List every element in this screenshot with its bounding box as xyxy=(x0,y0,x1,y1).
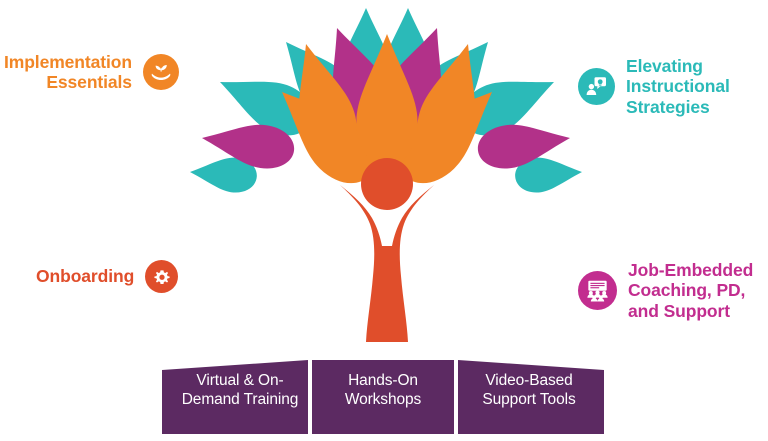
tree-figure-head xyxy=(361,158,413,210)
label-onboarding-text: Onboarding xyxy=(36,266,135,287)
presenter-screen-icon xyxy=(578,67,615,105)
label-elevating-instructional-strategies-text: Elevating Instructional Strategies xyxy=(626,56,730,117)
label-onboarding[interactable]: Onboarding xyxy=(36,260,179,293)
bottom-bar: Virtual & On- Demand Training Hands-On W… xyxy=(158,352,610,436)
label-implementation-essentials[interactable]: Implementation Essentials xyxy=(4,52,179,93)
label-job-embedded-coaching-text: Job-Embedded Coaching, PD, and Support xyxy=(628,260,754,321)
bar-segment-shape-2[interactable] xyxy=(458,360,604,434)
tree-figure-trunk xyxy=(340,185,434,342)
bar-segment-label-1: Hands-On Workshops xyxy=(344,372,422,408)
bar-segment-shape-0[interactable] xyxy=(162,360,308,434)
whiteboard-audience-icon xyxy=(578,270,617,310)
tree-graphic xyxy=(176,0,596,360)
label-elevating-instructional-strategies[interactable]: Elevating Instructional Strategies xyxy=(578,56,730,117)
gear-icon xyxy=(145,260,179,293)
bar-segment-label-2: Video-Based Support Tools xyxy=(482,372,576,408)
bar-segment-label-0: Virtual & On- Demand Training xyxy=(181,372,299,408)
hand-holding-sprout-icon xyxy=(142,54,179,91)
label-job-embedded-coaching[interactable]: Job-Embedded Coaching, PD, and Support xyxy=(578,260,753,321)
label-implementation-essentials-text: Implementation Essentials xyxy=(4,52,132,93)
bar-segment-shape-1[interactable] xyxy=(312,360,454,434)
